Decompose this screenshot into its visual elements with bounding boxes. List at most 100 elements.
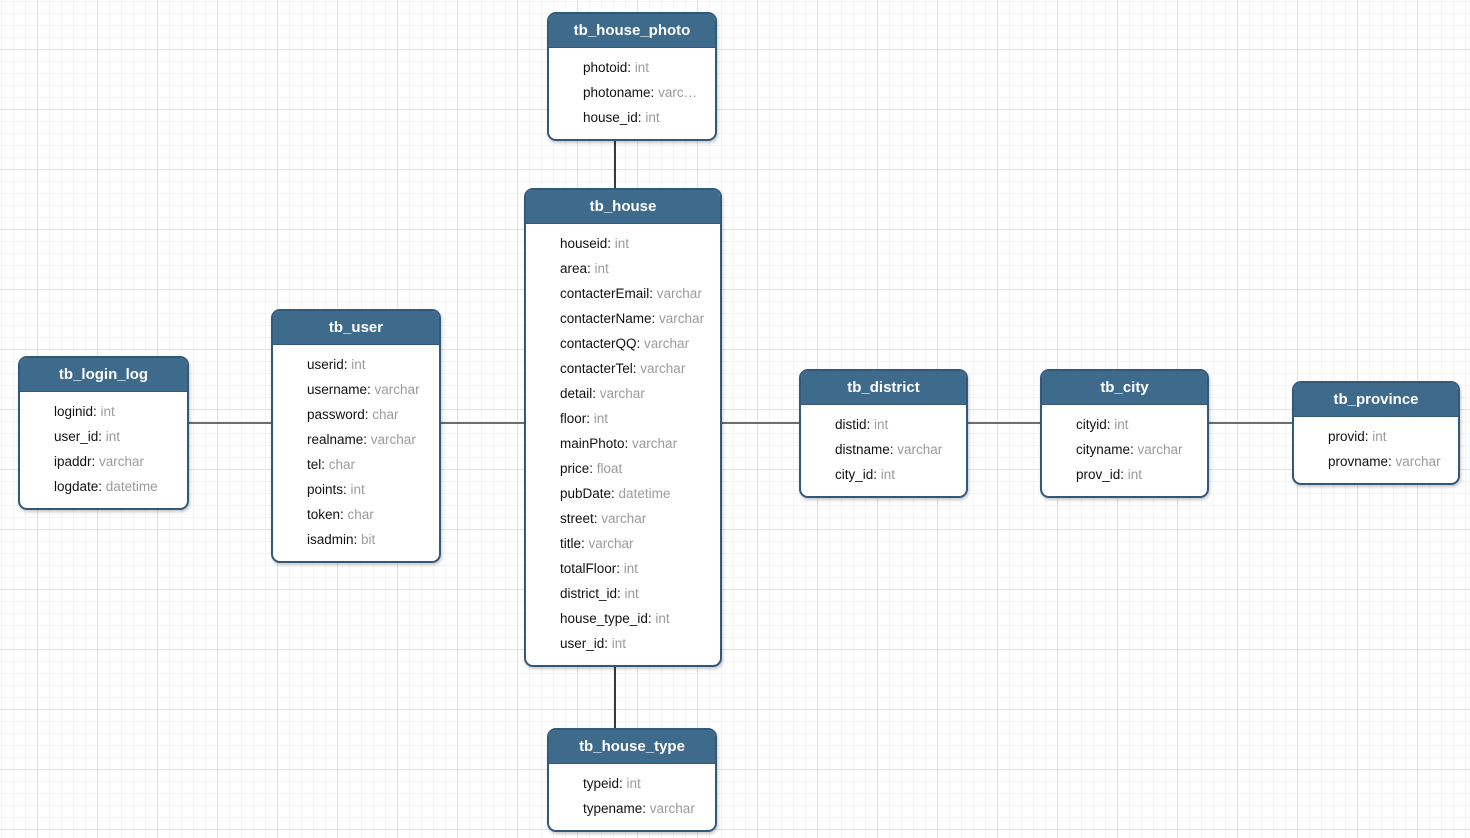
field-type: char bbox=[343, 507, 374, 522]
field-name: city_id: bbox=[835, 467, 878, 482]
field-row-logdate[interactable]: logdate: datetime bbox=[54, 474, 179, 499]
field-name: totalFloor: bbox=[560, 561, 621, 576]
field-row-distid[interactable]: distid: int bbox=[835, 412, 958, 437]
field-type: int bbox=[870, 417, 889, 432]
field-row-typename[interactable]: typename: varchar bbox=[583, 796, 707, 821]
field-name: provid: bbox=[1328, 429, 1369, 444]
entity-title-tb-district[interactable]: tb_district bbox=[801, 371, 966, 405]
field-row-prov_id[interactable]: prov_id: int bbox=[1076, 462, 1199, 487]
field-name: mainPhoto: bbox=[560, 436, 629, 451]
field-row-area[interactable]: area: int bbox=[560, 256, 712, 281]
field-name: area: bbox=[560, 261, 591, 276]
field-row-cityid[interactable]: cityid: int bbox=[1076, 412, 1199, 437]
field-row-typeid[interactable]: typeid: int bbox=[583, 771, 707, 796]
field-row-contacterTel[interactable]: contacterTel: varchar bbox=[560, 356, 712, 381]
relationship-line-loginlog-user[interactable] bbox=[189, 422, 271, 424]
field-row-contacterQQ[interactable]: contacterQQ: varchar bbox=[560, 331, 712, 356]
relationship-line-photo-house[interactable] bbox=[614, 133, 616, 188]
field-type: varchar bbox=[655, 311, 705, 326]
field-row-provname[interactable]: provname: varchar bbox=[1328, 449, 1450, 474]
field-row-photoname[interactable]: photoname: varc… bbox=[583, 80, 707, 105]
field-row-contacterName[interactable]: contacterName: varchar bbox=[560, 306, 712, 331]
relationship-line-district-city[interactable] bbox=[968, 422, 1040, 424]
relationship-line-house-district[interactable] bbox=[722, 422, 799, 424]
entity-title-tb-user[interactable]: tb_user bbox=[273, 311, 439, 345]
field-type: int bbox=[620, 561, 639, 576]
field-row-points[interactable]: points: int bbox=[307, 477, 431, 502]
field-row-ipaddr[interactable]: ipaddr: varchar bbox=[54, 449, 179, 474]
field-row-tel[interactable]: tel: char bbox=[307, 452, 431, 477]
field-type: char bbox=[325, 457, 356, 472]
field-row-password[interactable]: password: char bbox=[307, 402, 431, 427]
field-row-house_id[interactable]: house_id: int bbox=[583, 105, 707, 130]
field-row-realname[interactable]: realname: varchar bbox=[307, 427, 431, 452]
entity-title-tb-city[interactable]: tb_city bbox=[1042, 371, 1207, 405]
field-type: int bbox=[1110, 417, 1129, 432]
field-row-pubDate[interactable]: pubDate: datetime bbox=[560, 481, 712, 506]
field-row-totalFloor[interactable]: totalFloor: int bbox=[560, 556, 712, 581]
entity-title-tb-house-photo[interactable]: tb_house_photo bbox=[549, 14, 715, 48]
field-row-district_id[interactable]: district_id: int bbox=[560, 581, 712, 606]
field-row-houseid[interactable]: houseid: int bbox=[560, 231, 712, 256]
field-type: int bbox=[590, 411, 609, 426]
field-row-city_id[interactable]: city_id: int bbox=[835, 462, 958, 487]
field-type: varc… bbox=[654, 85, 698, 100]
field-name: provname: bbox=[1328, 454, 1392, 469]
field-name: token: bbox=[307, 507, 344, 522]
entity-title-tb-house-type[interactable]: tb_house_type bbox=[549, 730, 715, 764]
field-row-token[interactable]: token: char bbox=[307, 502, 431, 527]
field-type: int bbox=[96, 404, 115, 419]
field-row-isadmin[interactable]: isadmin: bit bbox=[307, 527, 431, 552]
relationship-line-house-housetype[interactable] bbox=[614, 666, 616, 728]
field-row-contacterEmail[interactable]: contacterEmail: varchar bbox=[560, 281, 712, 306]
field-row-user_id[interactable]: user_id: int bbox=[54, 424, 179, 449]
field-row-detail[interactable]: detail: varchar bbox=[560, 381, 712, 406]
field-row-loginid[interactable]: loginid: int bbox=[54, 399, 179, 424]
field-row-photoid[interactable]: photoid: int bbox=[583, 55, 707, 80]
field-row-userid[interactable]: userid: int bbox=[307, 352, 431, 377]
field-name: houseid: bbox=[560, 236, 612, 251]
relationship-line-user-house[interactable] bbox=[441, 422, 524, 424]
field-row-mainPhoto[interactable]: mainPhoto: varchar bbox=[560, 431, 712, 456]
field-name: detail: bbox=[560, 386, 597, 401]
entity-title-tb-house[interactable]: tb_house bbox=[526, 190, 720, 224]
entity-title-tb-login-log[interactable]: tb_login_log bbox=[20, 358, 187, 392]
field-type: varchar bbox=[646, 801, 695, 816]
field-type: int bbox=[651, 611, 670, 626]
field-name: photoid: bbox=[583, 60, 632, 75]
field-row-distname[interactable]: distname: varchar bbox=[835, 437, 958, 462]
field-type: varchar bbox=[370, 382, 420, 397]
field-name: isadmin: bbox=[307, 532, 358, 547]
field-row-price[interactable]: price: float bbox=[560, 456, 712, 481]
relationship-line-city-province[interactable] bbox=[1209, 422, 1292, 424]
field-name: contacterTel: bbox=[560, 361, 637, 376]
field-row-street[interactable]: street: varchar bbox=[560, 506, 712, 531]
field-row-cityname[interactable]: cityname: varchar bbox=[1076, 437, 1199, 462]
field-row-username[interactable]: username: varchar bbox=[307, 377, 431, 402]
field-row-user_id[interactable]: user_id: int bbox=[560, 631, 712, 656]
field-name: price: bbox=[560, 461, 594, 476]
entity-title-tb-province[interactable]: tb_province bbox=[1294, 383, 1458, 417]
field-type: int bbox=[641, 110, 660, 125]
field-name: district_id: bbox=[560, 586, 621, 601]
field-type: varchar bbox=[893, 442, 943, 457]
field-name: loginid: bbox=[54, 404, 97, 419]
field-row-title[interactable]: title: varchar bbox=[560, 531, 712, 556]
field-type: varchar bbox=[653, 286, 702, 301]
field-row-floor[interactable]: floor: int bbox=[560, 406, 712, 431]
field-row-house_type_id[interactable]: house_type_id: int bbox=[560, 606, 712, 631]
field-name: house_type_id: bbox=[560, 611, 652, 626]
field-type: char bbox=[368, 407, 399, 422]
field-row-provid[interactable]: provid: int bbox=[1328, 424, 1450, 449]
